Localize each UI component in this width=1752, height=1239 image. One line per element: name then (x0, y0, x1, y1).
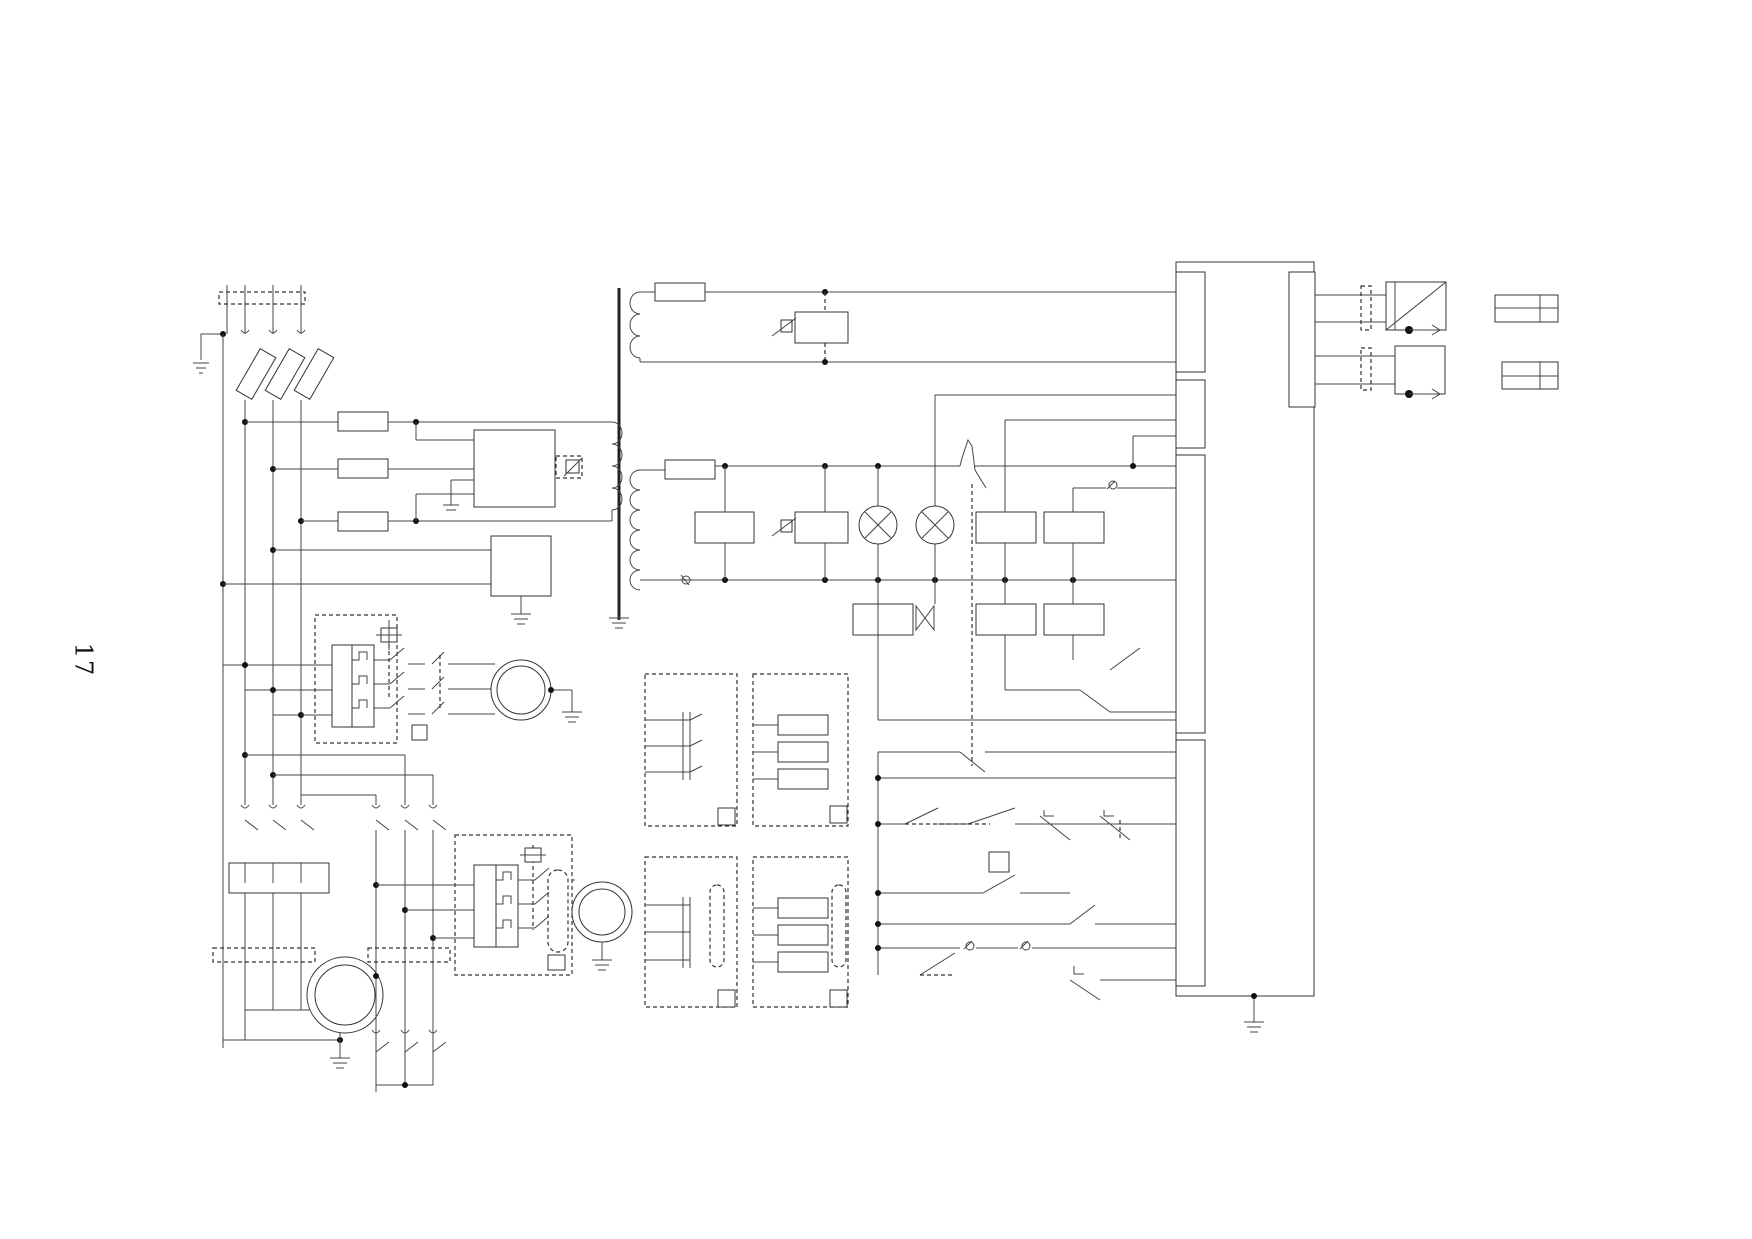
module-d (752, 856, 849, 1008)
converter-2 (1315, 345, 1559, 400)
terminal-strip (1175, 261, 1316, 1033)
motor-branch-2 (212, 752, 451, 1092)
supply-input (193, 285, 306, 1048)
main-fuses (220, 348, 335, 805)
secondary-circuit-2 (640, 394, 1176, 766)
control-ladder (875, 751, 1176, 1001)
module-b (752, 673, 849, 827)
supply-box (223, 535, 552, 625)
module-a (644, 673, 738, 827)
converter-1 (1315, 281, 1559, 336)
transformer (609, 288, 641, 629)
primary-fuses (245, 411, 612, 532)
motor-starter-2 (376, 834, 633, 976)
secondary-circuit-1 (640, 282, 1176, 365)
module-c (644, 856, 738, 1008)
control-module (473, 429, 556, 508)
motor-starter-1 (223, 614, 582, 744)
